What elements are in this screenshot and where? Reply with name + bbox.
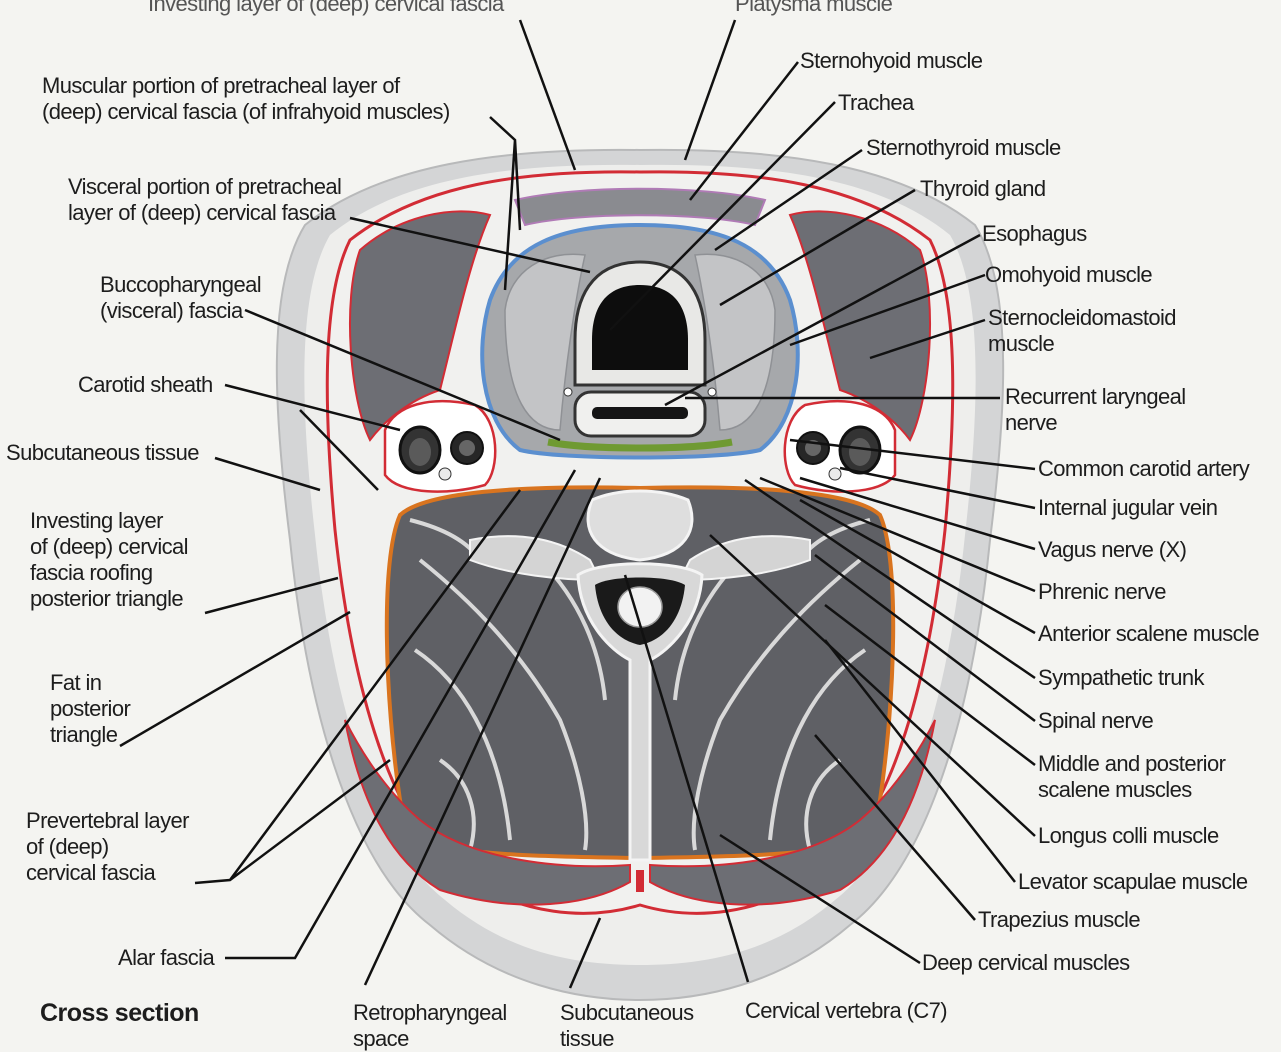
label-subcutaneous-left: Subcutaneous tissue [6, 440, 199, 466]
label-recurrent-laryngeal: Recurrent laryngeal nerve [1005, 384, 1186, 436]
label-subcutaneous-bottom: Subcutaneous tissue [560, 1000, 693, 1052]
label-phrenic: Phrenic nerve [1038, 579, 1166, 605]
esophagus-lumen [592, 407, 688, 419]
label-thyroid-gland: Thyroid gland [920, 176, 1046, 202]
c7-vertebral-body [588, 491, 692, 560]
left-recurrent-laryngeal-nerve [564, 388, 572, 396]
label-investing-roof: Investing layer of (deep) cervical fasci… [30, 508, 188, 612]
label-prevertebral: Prevertebral layer of (deep) cervical fa… [26, 808, 189, 886]
label-sternothyroid: Sternothyroid muscle [866, 135, 1061, 161]
label-internal-jugular: Internal jugular vein [1038, 495, 1217, 521]
label-middle-posterior-scalene: Middle and posterior scalene muscles [1038, 751, 1225, 803]
label-common-carotid: Common carotid artery [1038, 456, 1249, 482]
label-carotid-sheath: Carotid sheath [78, 372, 213, 398]
label-muscular-pretracheal: Muscular portion of pretracheal layer of… [42, 73, 450, 125]
label-omohyoid: Omohyoid muscle [985, 262, 1152, 288]
right-vagus-nerve [829, 468, 841, 480]
label-spinal-nerve: Spinal nerve [1038, 708, 1153, 734]
right-recurrent-laryngeal-nerve [708, 388, 716, 396]
label-trapezius: Trapezius muscle [978, 907, 1140, 933]
label-sternohyoid: Sternohyoid muscle [800, 48, 982, 74]
trachea-lumen [592, 285, 688, 370]
label-vagus: Vagus nerve (X) [1038, 537, 1186, 563]
label-cervical-vertebra: Cervical vertebra (C7) [745, 998, 947, 1024]
label-investing-fascia-top: Investing layer of (deep) cervical fasci… [148, 0, 504, 17]
label-buccopharyngeal: Buccopharyngeal (visceral) fascia [100, 272, 261, 324]
caption: Cross section [40, 1000, 199, 1026]
label-trachea: Trachea [838, 90, 914, 116]
label-retropharyngeal-space: Retropharyngeal space [353, 1000, 507, 1052]
left-vagus-nerve [439, 468, 451, 480]
label-sternocleidomastoid: Sternocleidomastoid muscle [988, 305, 1176, 357]
label-visceral-pretracheal: Visceral portion of pretracheal layer of… [68, 174, 341, 226]
label-alar-fascia: Alar fascia [118, 945, 214, 971]
left-ijv-lumen [409, 438, 431, 466]
left-cca-lumen [459, 440, 475, 456]
label-sympathetic-trunk: Sympathetic trunk [1038, 665, 1204, 691]
label-levator-scapulae: Levator scapulae muscle [1018, 869, 1248, 895]
label-esophagus: Esophagus [982, 221, 1087, 247]
label-anterior-scalene: Anterior scalene muscle [1038, 621, 1259, 647]
label-platysma: Platysma muscle [735, 0, 892, 17]
label-deep-cervical-muscles: Deep cervical muscles [922, 950, 1129, 976]
label-longus-colli: Longus colli muscle [1038, 823, 1219, 849]
right-ijv-lumen [849, 438, 871, 466]
label-fat-posterior-triangle: Fat in posterior triangle [50, 670, 130, 748]
